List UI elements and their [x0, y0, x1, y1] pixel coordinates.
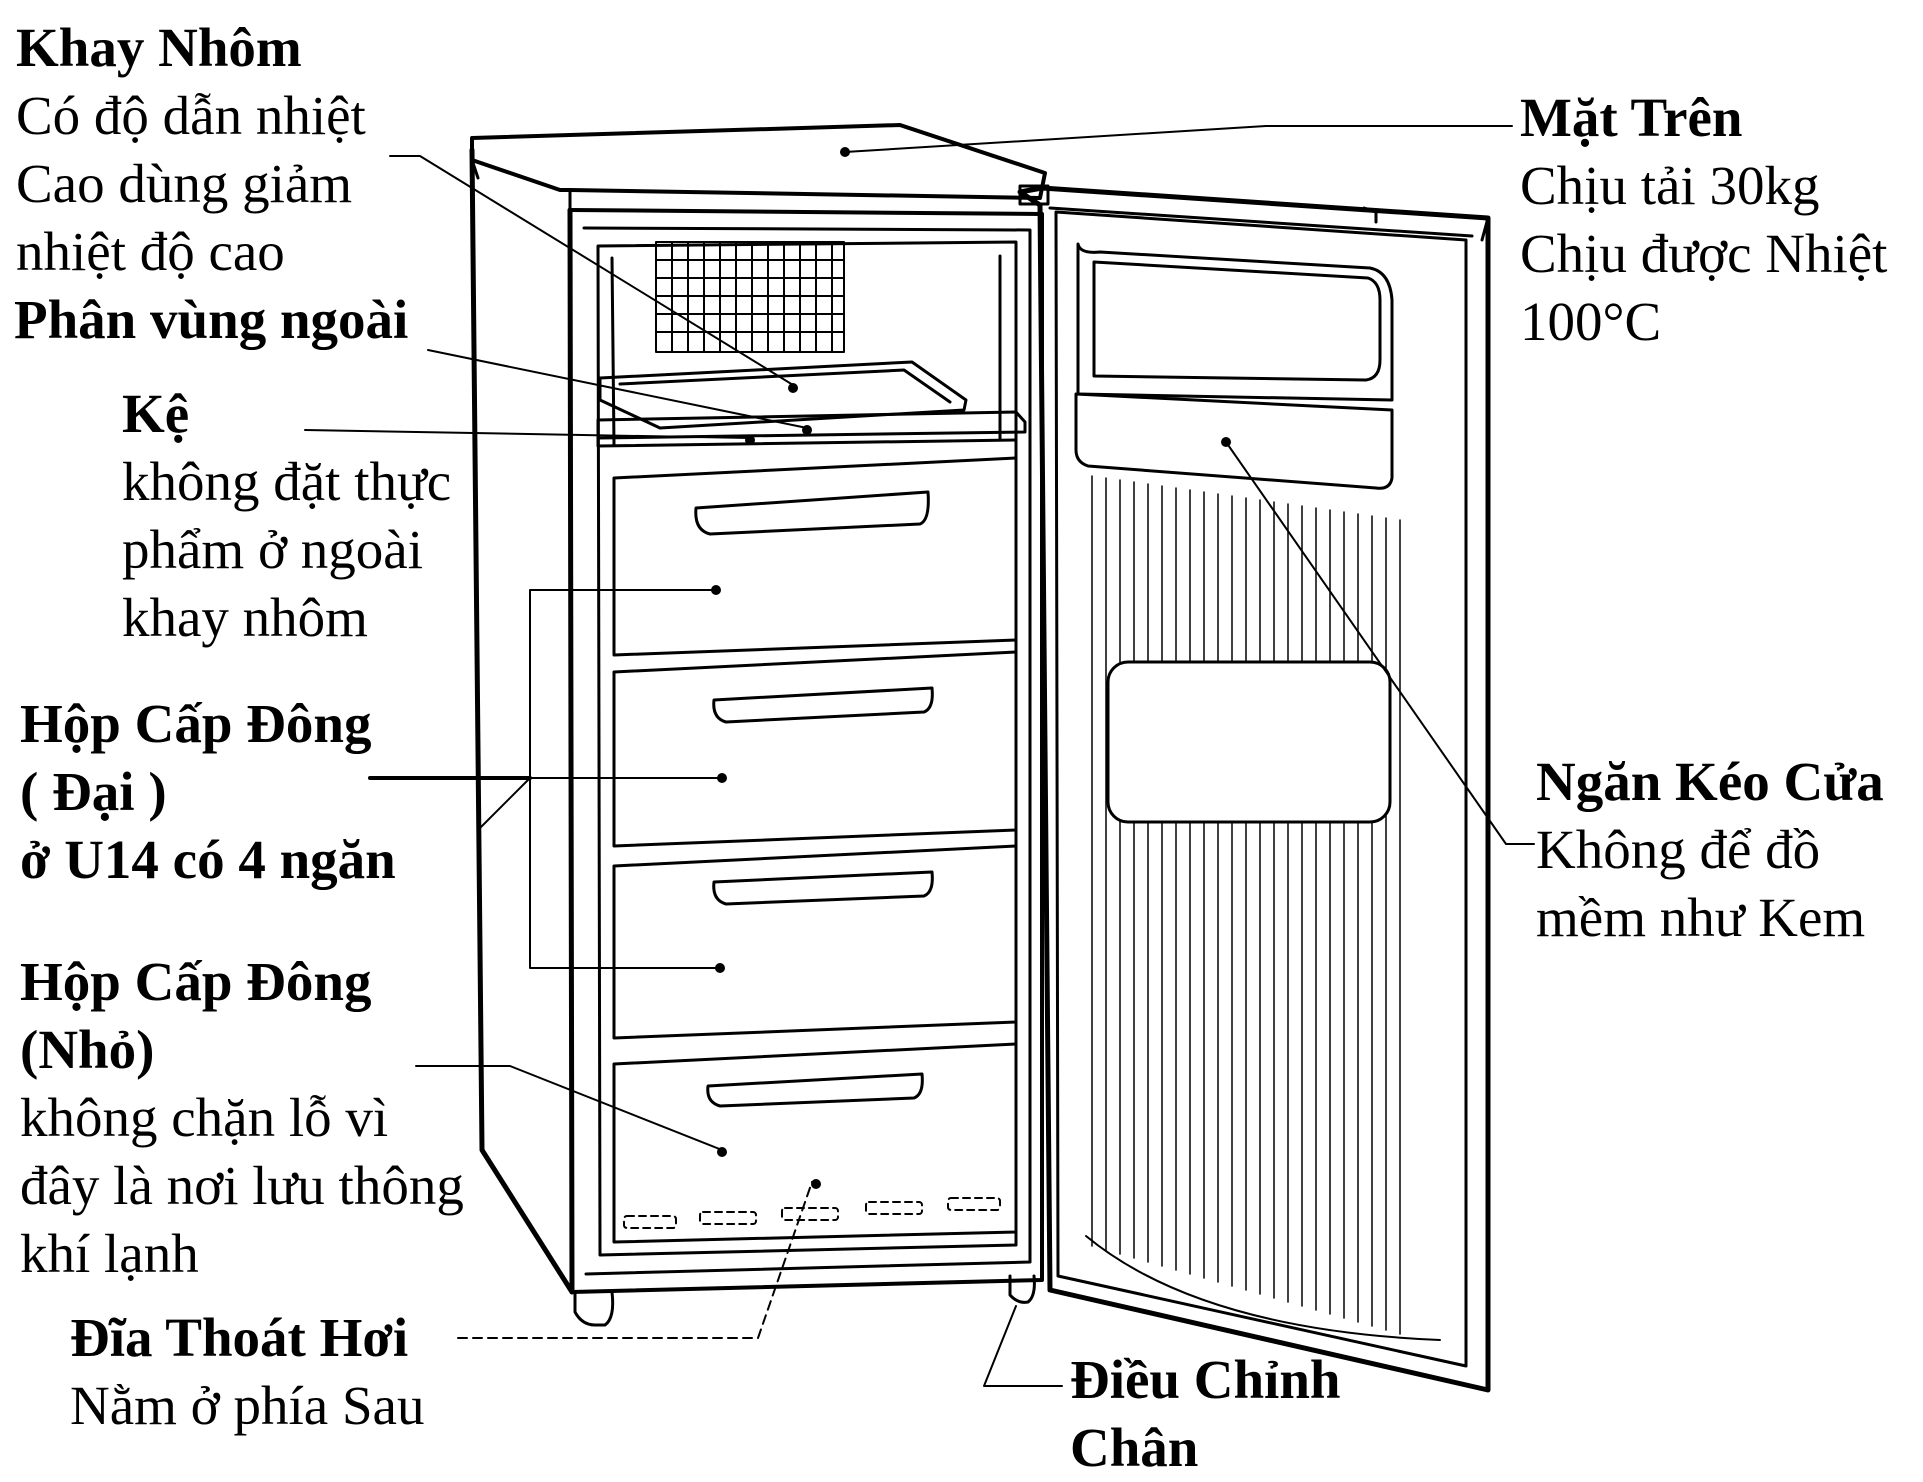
- cabinet-left-side: [469, 147, 575, 1295]
- door-panel: [1106, 660, 1392, 824]
- callout-dots: [711, 147, 1231, 1189]
- foot-left: [573, 1290, 615, 1327]
- label-mat-tren: Mặt Trên Chịu tải 30kg Chịu được Nhiệt 1…: [1520, 84, 1887, 356]
- freezer-cabinet: [469, 123, 1047, 1327]
- callout-lines: [304, 125, 1535, 1387]
- door-bottom-recess: [1085, 1235, 1441, 1341]
- label-khay-nhom-title: Khay Nhôm: [16, 17, 302, 78]
- label-dia-thoat-hoi-desc: Nằm ở phía Sau: [70, 1375, 425, 1436]
- top-surface: [470, 123, 1047, 200]
- label-dia-thoat-hoi: Đĩa Thoát Hơi Nằm ở phía Sau: [70, 1304, 424, 1440]
- label-khay-nhom-desc: Cao dùng giảm: [16, 153, 353, 214]
- foot-right: [1008, 1274, 1036, 1304]
- label-hop-nho-desc: đây là nơi lưu thông: [20, 1155, 464, 1216]
- label-ke-desc: phẩm ở ngoài: [122, 519, 423, 580]
- label-hop-cap-dong-dai: Hộp Cấp Đông ( Đại ) ở U14 có 4 ngăn: [20, 690, 396, 894]
- freezer-door: [1017, 184, 1491, 1393]
- label-ngan-keo-cua-desc: Không để đồ: [1536, 819, 1821, 880]
- door-liner-ribs: [1091, 475, 1401, 1335]
- drawer-1: [612, 456, 1018, 657]
- drawer-3: [612, 844, 1018, 1040]
- label-mat-tren-desc: 100°C: [1520, 291, 1662, 352]
- label-hop-dai-title: Hộp Cấp Đông: [20, 693, 372, 754]
- label-ngan-keo-cua-desc: mềm như Kem: [1536, 887, 1866, 948]
- label-hop-nho-title: (Nhỏ): [20, 1019, 155, 1080]
- label-dia-thoat-hoi-title: Đĩa Thoát Hơi: [70, 1307, 409, 1368]
- drawer-4-small: [612, 1042, 1018, 1244]
- label-ke-desc: khay nhôm: [122, 587, 368, 648]
- label-hop-dai-title: ở U14 có 4 ngăn: [20, 829, 396, 890]
- label-mat-tren-title: Mặt Trên: [1520, 87, 1743, 148]
- label-hop-nho-desc: không chặn lỗ vì: [20, 1087, 389, 1148]
- label-hop-nho-title: Hộp Cấp Đông: [20, 951, 372, 1012]
- label-hop-cap-dong-nho: Hộp Cấp Đông (Nhỏ) không chặn lỗ vì đây …: [20, 948, 464, 1288]
- aluminium-tray: [598, 360, 968, 430]
- label-mat-tren-desc: Chịu được Nhiệt: [1520, 223, 1888, 284]
- label-mat-tren-desc: Chịu tải 30kg: [1520, 155, 1820, 216]
- door-bin: [1074, 242, 1394, 490]
- air-vent-slots: [623, 1197, 1001, 1229]
- label-dieu-chinh-chan-title: Chân: [1070, 1417, 1199, 1478]
- label-ke-desc: không đặt thực: [122, 451, 452, 512]
- label-dieu-chinh-chan-title: Điều Chỉnh: [1070, 1349, 1341, 1410]
- label-hop-dai-title: ( Đại ): [20, 761, 167, 822]
- label-ke-title: Kệ: [122, 383, 190, 444]
- label-phan-vung-ngoai: Phân vùng ngoài: [14, 286, 408, 354]
- evaporator-grille: [655, 241, 845, 353]
- label-phan-vung-ngoai-title: Phân vùng ngoài: [14, 289, 409, 350]
- label-dieu-chinh-chan: Điều Chỉnh Chân: [1070, 1346, 1341, 1482]
- label-khay-nhom-desc: nhiệt độ cao: [16, 221, 285, 282]
- drawer-2: [612, 650, 1018, 848]
- label-ngan-keo-cua: Ngăn Kéo Cửa Không để đồ mềm như Kem: [1536, 748, 1884, 952]
- label-hop-nho-desc: khí lạnh: [20, 1223, 199, 1284]
- cabinet-front: [568, 208, 1044, 1294]
- label-ngan-keo-cua-title: Ngăn Kéo Cửa: [1536, 751, 1884, 812]
- label-ke: Kệ không đặt thực phẩm ở ngoài khay nhôm: [122, 380, 451, 652]
- label-khay-nhom: Khay Nhôm Có độ dẫn nhiệt Cao dùng giảm …: [16, 14, 366, 286]
- label-khay-nhom-desc: Có độ dẫn nhiệt: [16, 85, 366, 146]
